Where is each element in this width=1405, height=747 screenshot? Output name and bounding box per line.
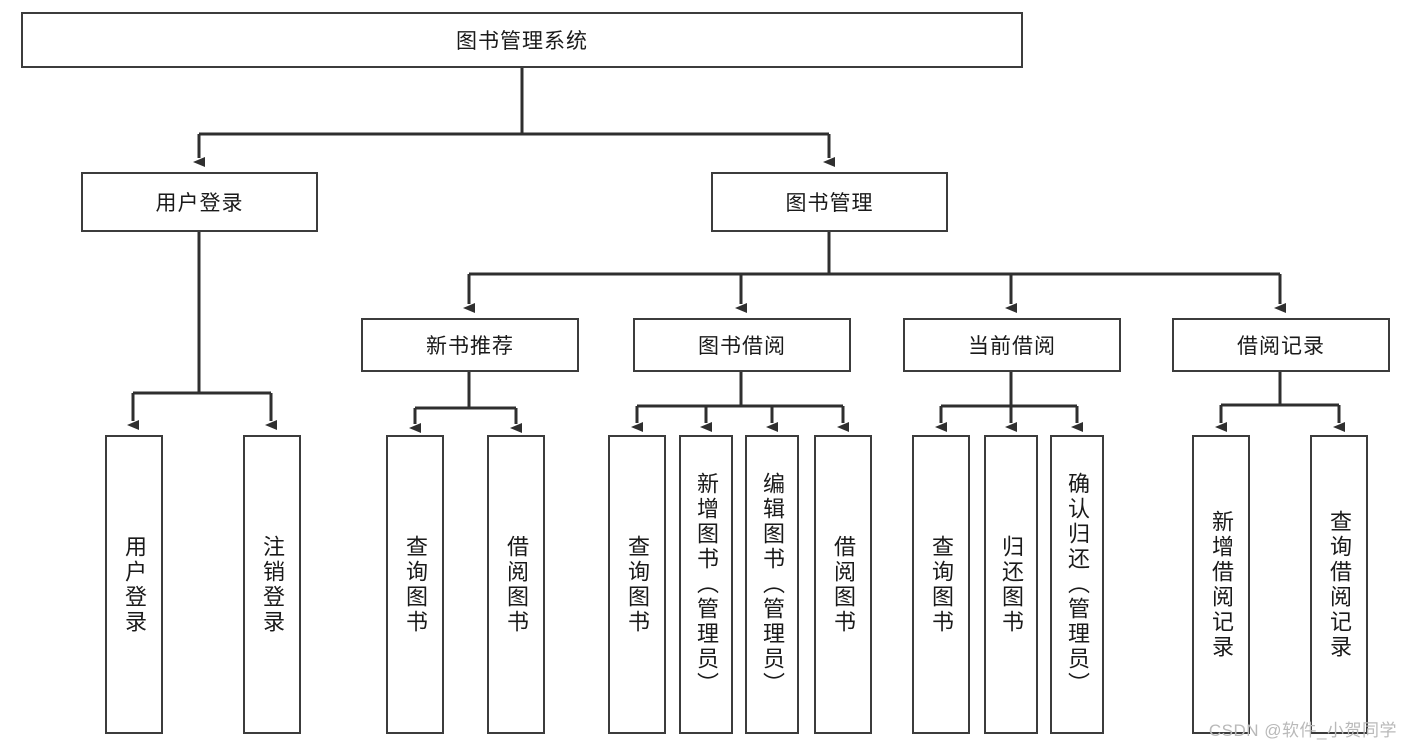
node-user-login[interactable]: 用户登录 bbox=[81, 172, 318, 232]
node-root-label: 图书管理系统 bbox=[456, 30, 588, 53]
node-leaf-query-record-label: 查询借阅记录 bbox=[1327, 509, 1352, 660]
node-current-borrow[interactable]: 当前借阅 bbox=[903, 318, 1121, 372]
node-leaf-query-book[interactable]: 查询图书 bbox=[608, 435, 666, 734]
node-leaf-confirm-return[interactable]: 确认归还（管理员） bbox=[1050, 435, 1104, 734]
node-borrow-record-label: 借阅记录 bbox=[1237, 335, 1325, 358]
node-leaf-logout-label: 注销登录 bbox=[260, 534, 285, 635]
node-leaf-confirm-return-label: 确认归还（管理员） bbox=[1065, 472, 1090, 697]
node-leaf-add-record-label: 新增借阅记录 bbox=[1209, 509, 1234, 660]
node-leaf-query-book-rec[interactable]: 查询图书 bbox=[386, 435, 444, 734]
node-leaf-query-book-rec-label: 查询图书 bbox=[403, 534, 428, 635]
node-leaf-borrow-book-label: 借阅图书 bbox=[831, 534, 856, 635]
node-new-book-rec[interactable]: 新书推荐 bbox=[361, 318, 579, 372]
watermark: CSDN @软件_小贺同学 bbox=[1208, 721, 1397, 740]
node-leaf-query-book-cur-label: 查询图书 bbox=[929, 534, 954, 635]
node-leaf-user-login-label: 用户登录 bbox=[122, 534, 147, 635]
node-leaf-query-book-label: 查询图书 bbox=[625, 534, 650, 635]
node-book-borrow[interactable]: 图书借阅 bbox=[633, 318, 851, 372]
node-leaf-borrow-book-rec-label: 借阅图书 bbox=[504, 534, 529, 635]
node-user-login-label: 用户登录 bbox=[155, 192, 244, 215]
node-borrow-record[interactable]: 借阅记录 bbox=[1172, 318, 1390, 372]
node-leaf-query-book-cur[interactable]: 查询图书 bbox=[912, 435, 970, 734]
node-leaf-logout[interactable]: 注销登录 bbox=[243, 435, 301, 734]
node-book-borrow-label: 图书借阅 bbox=[698, 335, 786, 358]
node-leaf-return-book[interactable]: 归还图书 bbox=[984, 435, 1038, 734]
node-book-manage-label: 图书管理 bbox=[785, 192, 874, 215]
node-leaf-return-book-label: 归还图书 bbox=[999, 534, 1024, 635]
node-leaf-borrow-book-rec[interactable]: 借阅图书 bbox=[487, 435, 545, 734]
node-leaf-edit-book[interactable]: 编辑图书（管理员） bbox=[745, 435, 799, 734]
node-leaf-add-book-label: 新增图书（管理员） bbox=[694, 472, 719, 697]
node-leaf-borrow-book[interactable]: 借阅图书 bbox=[814, 435, 872, 734]
node-new-book-rec-label: 新书推荐 bbox=[426, 335, 514, 358]
node-book-manage[interactable]: 图书管理 bbox=[711, 172, 948, 232]
node-leaf-query-record[interactable]: 查询借阅记录 bbox=[1310, 435, 1368, 734]
node-leaf-add-book[interactable]: 新增图书（管理员） bbox=[679, 435, 733, 734]
node-current-borrow-label: 当前借阅 bbox=[968, 335, 1056, 358]
node-leaf-user-login[interactable]: 用户登录 bbox=[105, 435, 163, 734]
node-root[interactable]: 图书管理系统 bbox=[21, 12, 1023, 68]
node-leaf-add-record[interactable]: 新增借阅记录 bbox=[1192, 435, 1250, 734]
node-leaf-edit-book-label: 编辑图书（管理员） bbox=[760, 472, 785, 697]
